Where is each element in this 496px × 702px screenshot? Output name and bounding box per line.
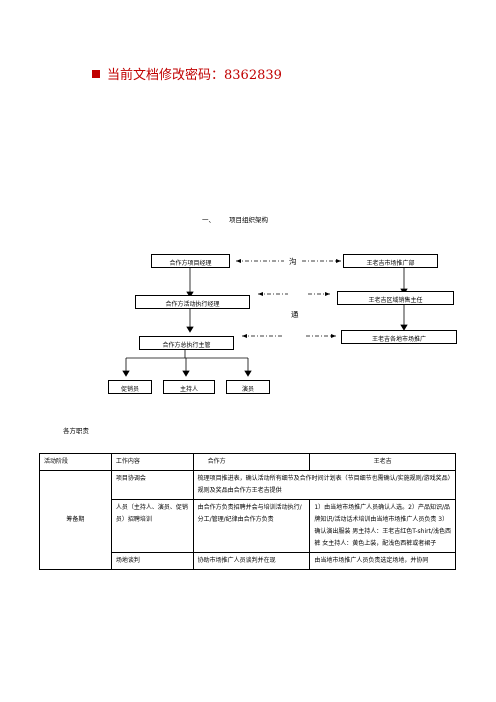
section-title-text: 项目组织架构	[229, 216, 268, 224]
org-box-partner-execution-manager: 合作方活动执行经理	[135, 295, 250, 309]
header-content: 工作内容	[110, 453, 194, 471]
stage-cell: 筹备期	[39, 470, 112, 570]
header-wlj: 王老吉	[309, 453, 456, 471]
row-partner: 协助市场推广人员谈判并在现	[192, 552, 311, 570]
section-number: 一、	[202, 216, 215, 224]
org-box-promoter: 促销员	[108, 380, 152, 394]
org-box-partner-execution-supervisor: 合作方总执行主管	[139, 336, 234, 350]
communicate-label-gou: 沟	[289, 257, 297, 266]
communicate-label-tong: 通	[291, 310, 299, 319]
table-row: 筹备期 项目协调会 梳理项目推进表，确认活动所有细节及合作时间计划表（节目细节也…	[39, 470, 457, 570]
header-text: 当前文档修改密码：8362839	[107, 68, 282, 83]
table-row: 场地谈判 协助市场推广人员谈判并在现 由当地市场推广人员负责选定场地，并协同	[40, 552, 456, 570]
org-box-host: 主持人	[163, 380, 215, 394]
row-content: 项目协调会	[110, 470, 194, 500]
org-box-performer: 演员	[226, 380, 270, 394]
header-partner: 合作方	[192, 453, 311, 471]
section-title-org: 一、 项目组织架构	[202, 214, 268, 224]
org-box-partner-project-manager: 合作方项目经理	[151, 254, 230, 268]
row-partner: 梳理项目推进表，确认活动所有细节及合作时间计划表（节目细节也需确认/实施规则/游…	[192, 470, 457, 500]
table-row: 人员（主持人、演员、促销员）招聘培训 由合作方负责招聘并会与培训活动执行/分工/…	[40, 499, 456, 553]
row-wlj: 1）由当地市场推广人员确认人选。2）产品知识/品牌知识/活动话术培训由当地市场推…	[309, 499, 456, 553]
row-wlj: 由当地市场推广人员负责选定场地，并协同	[309, 552, 456, 570]
row-partner: 由合作方负责招聘并会与培训活动执行/分工/管理/纪律由合作方负责	[192, 499, 311, 553]
org-box-wlj-marketing-dept: 王老吉市场推广部	[343, 254, 438, 268]
row-content: 人员（主持人、演员、促销员）招聘培训	[110, 499, 194, 553]
header-stage: 活动阶段	[39, 453, 112, 471]
responsibility-table: 活动阶段 工作内容 合作方 王老吉 筹备期 项目协调会 梳理项目推进表，确认活动…	[39, 453, 457, 570]
org-box-wlj-local-marketing: 王老吉各地市场推广	[341, 330, 457, 344]
section-title-responsibilities: 各方职责	[63, 427, 89, 435]
org-box-wlj-regional-sales: 王老吉区域销售主任	[337, 291, 454, 305]
table-header-row: 活动阶段 工作内容 合作方 王老吉	[39, 453, 456, 471]
row-content: 场地谈判	[110, 552, 194, 570]
red-square-bullet-icon	[92, 70, 100, 78]
document-password-header: 当前文档修改密码：8362839	[92, 64, 282, 83]
